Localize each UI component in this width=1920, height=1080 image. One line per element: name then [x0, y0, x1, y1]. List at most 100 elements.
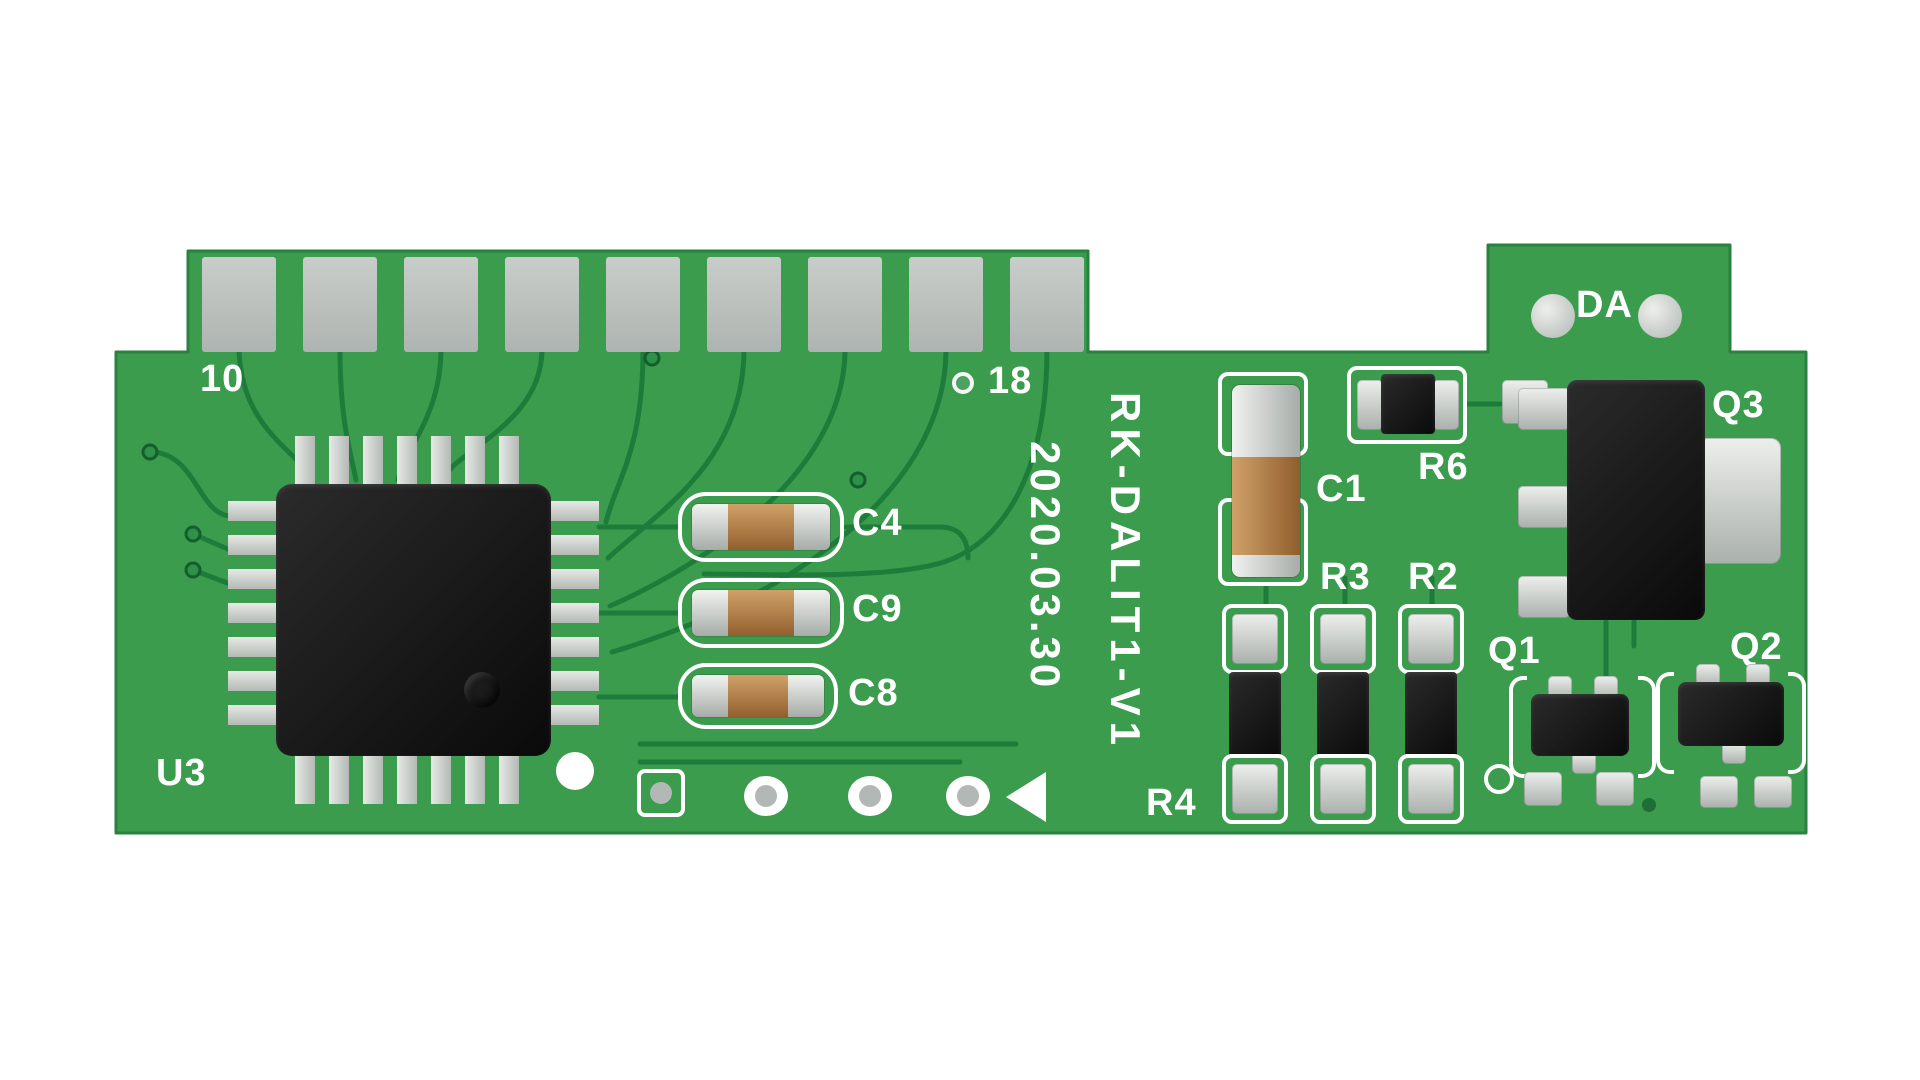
- copper-traces: [147, 346, 1637, 765]
- capacitor-c8: [692, 675, 824, 717]
- cap-terminal: [692, 504, 728, 550]
- connector-finger-pad: [707, 257, 781, 352]
- connector-finger-pad: [404, 257, 478, 352]
- connector-finger-pad: [303, 257, 377, 352]
- pad-outline: [1222, 754, 1288, 824]
- cap-terminal: [794, 504, 830, 550]
- resistor-pad: [1408, 764, 1454, 814]
- resistor-outline-r6: [1347, 366, 1467, 444]
- qfp-leads-left: [228, 501, 276, 739]
- cap-terminal: [692, 590, 728, 636]
- qfp-chip-u3: [276, 484, 551, 756]
- resistor-pad: [1408, 614, 1454, 664]
- pin-label-18: 18: [988, 360, 1033, 402]
- via-ring: [1484, 764, 1514, 794]
- da-label: DA: [1576, 284, 1633, 326]
- resistor-body: [1317, 672, 1369, 758]
- pad-outline: [1398, 754, 1464, 824]
- resistor-body: [1229, 672, 1281, 758]
- cap-dielectric: [1232, 457, 1300, 555]
- resistor-pad: [1320, 614, 1366, 664]
- cap-dielectric: [728, 504, 794, 550]
- resistor-pad: [1232, 764, 1278, 814]
- cap-terminal: [788, 675, 824, 717]
- connector-finger-pad: [1010, 257, 1084, 352]
- resistor-column-r3: [1310, 604, 1376, 828]
- resistor-column-r4: [1222, 604, 1288, 828]
- da-pad: [1638, 294, 1682, 338]
- cap-terminal: [1232, 385, 1300, 457]
- transistor-tab: [1703, 438, 1781, 564]
- drill-hole: [957, 785, 979, 807]
- connector-finger-pad: [909, 257, 983, 352]
- designator-q2: Q2: [1730, 626, 1783, 668]
- connector-finger-pad: [808, 257, 882, 352]
- pin-label-10: 10: [200, 358, 245, 400]
- connector-finger-pad: [505, 257, 579, 352]
- qfp-leads-right: [551, 501, 599, 739]
- silkscreen-bracket: [1656, 672, 1674, 774]
- qfp-leads-bottom: [295, 756, 533, 804]
- spare-pad: [1754, 776, 1792, 808]
- resistor-pad: [1320, 764, 1366, 814]
- transistor-lead: [1518, 388, 1570, 430]
- designator-c4: C4: [852, 502, 903, 544]
- silkscreen-bracket: [1509, 676, 1527, 778]
- round-pad-hole: [744, 776, 788, 816]
- cap-dielectric: [728, 590, 794, 636]
- resistor-pad: [1232, 614, 1278, 664]
- drill-hole: [859, 785, 881, 807]
- drill-hole: [650, 782, 672, 804]
- via: [1642, 798, 1656, 812]
- designator-r4: R4: [1146, 782, 1197, 824]
- designator-c8: C8: [848, 672, 899, 714]
- transistor-q2: [1678, 682, 1784, 746]
- pin1-dot: [464, 672, 500, 708]
- silkscreen-model-text: RK-DALIT1-V1: [1102, 392, 1149, 752]
- transistor-lead: [1722, 742, 1746, 764]
- capacitor-c4: [692, 504, 830, 550]
- spare-pad: [1524, 772, 1562, 806]
- designator-r2: R2: [1408, 556, 1459, 598]
- resistor-r6: [1381, 374, 1435, 434]
- cap-terminal: [1232, 555, 1300, 577]
- round-pad-hole: [946, 776, 990, 816]
- designator-c1: C1: [1316, 468, 1367, 510]
- designator-q3: Q3: [1712, 384, 1765, 426]
- polarity-arrow-icon: [1006, 772, 1046, 822]
- connector-finger-pad: [202, 257, 276, 352]
- cap-terminal: [794, 590, 830, 636]
- connector-finger-pad: [606, 257, 680, 352]
- silkscreen-bracket: [1788, 672, 1806, 774]
- capacitor-outline-c8: [678, 663, 838, 729]
- resistor-pad: [1433, 380, 1459, 430]
- vias: [141, 349, 974, 579]
- cap-terminal: [692, 675, 728, 717]
- transistor-lead: [1518, 486, 1570, 528]
- capacitor-c9: [692, 590, 830, 636]
- cap-dielectric: [728, 675, 788, 717]
- drill-hole: [755, 785, 777, 807]
- transistor-q3: [1567, 380, 1705, 620]
- transistor-q1: [1531, 694, 1629, 756]
- designator-u3: U3: [156, 752, 207, 794]
- resistor-body: [1405, 672, 1457, 758]
- designator-r6: R6: [1418, 446, 1469, 488]
- transistor-lead: [1572, 752, 1596, 774]
- designator-q1: Q1: [1488, 630, 1541, 672]
- resistor-pad: [1357, 380, 1383, 430]
- qfp-leads-top: [295, 436, 533, 484]
- spare-pad: [1596, 772, 1634, 806]
- capacitor-c1: [1232, 385, 1300, 577]
- capacitor-outline-c9: [678, 578, 844, 648]
- designator-r3: R3: [1320, 556, 1371, 598]
- designator-c9: C9: [852, 588, 903, 630]
- silkscreen-bracket: [1638, 676, 1656, 778]
- solder-dot: [556, 752, 594, 790]
- square-pad-hole: [637, 769, 685, 817]
- transistor-lead: [1518, 576, 1570, 618]
- silkscreen-date-text: 2020.03.30: [1022, 441, 1069, 692]
- capacitor-outline-c4: [678, 492, 844, 562]
- round-pad-hole: [848, 776, 892, 816]
